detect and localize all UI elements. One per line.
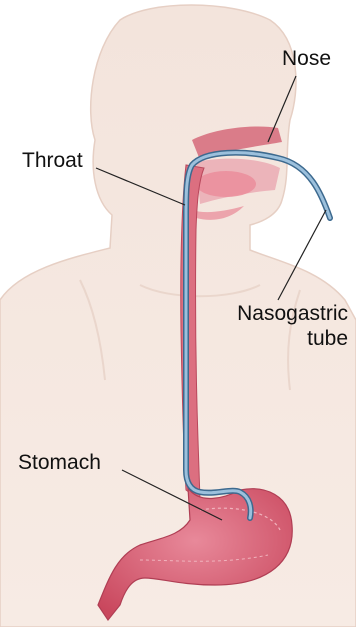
label-stomach: Stomach bbox=[18, 452, 101, 474]
label-nasogastric-tube-line2: tube bbox=[307, 328, 348, 350]
label-nasogastric-tube-line1: Nasogastric bbox=[237, 303, 348, 325]
label-throat: Throat bbox=[22, 150, 83, 172]
label-nose: Nose bbox=[282, 48, 331, 70]
